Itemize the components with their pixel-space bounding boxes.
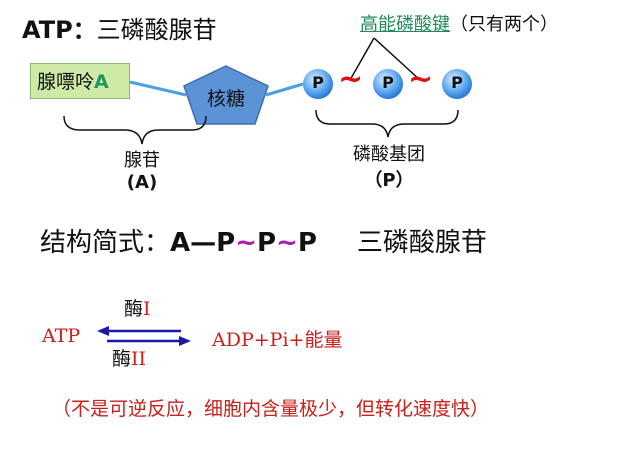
arrow-bottom-head <box>179 336 191 346</box>
formula-dash: — <box>190 228 217 258</box>
high-energy-bond-1: ~ <box>338 62 364 97</box>
ribose-label: 核糖 <box>206 88 245 110</box>
arrow-top-head <box>97 326 109 336</box>
bond-pointer-line-1 <box>349 37 375 81</box>
adenine-ribose-bond <box>129 80 187 97</box>
enzyme-top-roman: I <box>143 298 151 320</box>
high-energy-bond-text: 高能磷酸键 <box>360 14 450 35</box>
title-text: 三磷酸腺苷 <box>96 16 217 44</box>
high-energy-bond-2: ~ <box>408 62 434 97</box>
phosphate-label-2: P <box>382 73 394 92</box>
enzyme-bottom: 酶II <box>112 344 146 371</box>
atp-molecule-diagram <box>63 37 472 145</box>
high-energy-bond-note: （只有两个） <box>450 14 558 35</box>
phosphate-group-brace <box>315 109 459 138</box>
adenosine-name: 腺苷 <box>124 150 160 171</box>
phosphate-group-name: 磷酸基团 <box>353 144 425 165</box>
title-prefix: ATP： <box>22 16 97 44</box>
reversible-arrow <box>97 326 191 346</box>
phosphate-circle-3 <box>442 69 472 99</box>
enzyme-top-word: 酶 <box>124 298 144 320</box>
formula-p2: P <box>257 228 277 258</box>
bond-pointer-line-2 <box>373 37 421 81</box>
phosphate-group-symbol: （P） <box>364 170 414 191</box>
adenine-box: 腺嘌呤A <box>30 63 130 99</box>
reaction-left: ATP <box>42 325 81 347</box>
adenine-letter: A <box>94 71 109 93</box>
high-energy-bond-label: 高能磷酸键（只有两个） <box>360 10 558 36</box>
enzyme-bottom-word: 酶 <box>112 348 132 370</box>
phosphate-label-3: P <box>451 73 463 92</box>
formula-tilde-1: ~ <box>235 228 257 258</box>
ribose-pentagon <box>183 65 269 125</box>
formula-p3: P <box>297 228 317 258</box>
enzyme-bottom-roman: II <box>131 348 147 370</box>
formula-p1: P <box>216 228 236 258</box>
structural-formula-name: 三磷酸腺苷 <box>356 228 487 258</box>
phosphate-label-1: P <box>312 73 324 92</box>
enzyme-top: 酶I <box>124 294 151 321</box>
ribose-phosphate-bond <box>265 82 304 97</box>
reaction-right: ADP+Pi+能量 <box>212 329 343 351</box>
formula-tilde-2: ~ <box>276 228 298 258</box>
phosphate-circle-1 <box>303 69 333 99</box>
reaction-note: （不是可逆反应，细胞内含量极少，但转化速度快） <box>52 398 490 420</box>
page-title: ATP：三磷酸腺苷 <box>22 10 217 45</box>
adenosine-brace <box>63 115 207 145</box>
formula-a: A <box>170 228 191 258</box>
phosphate-circle-2 <box>373 69 403 99</box>
structural-formula-label: 结构简式： <box>40 228 171 258</box>
adenosine-symbol: (A) <box>126 172 158 193</box>
adenine-text: 腺嘌呤 <box>37 71 95 93</box>
